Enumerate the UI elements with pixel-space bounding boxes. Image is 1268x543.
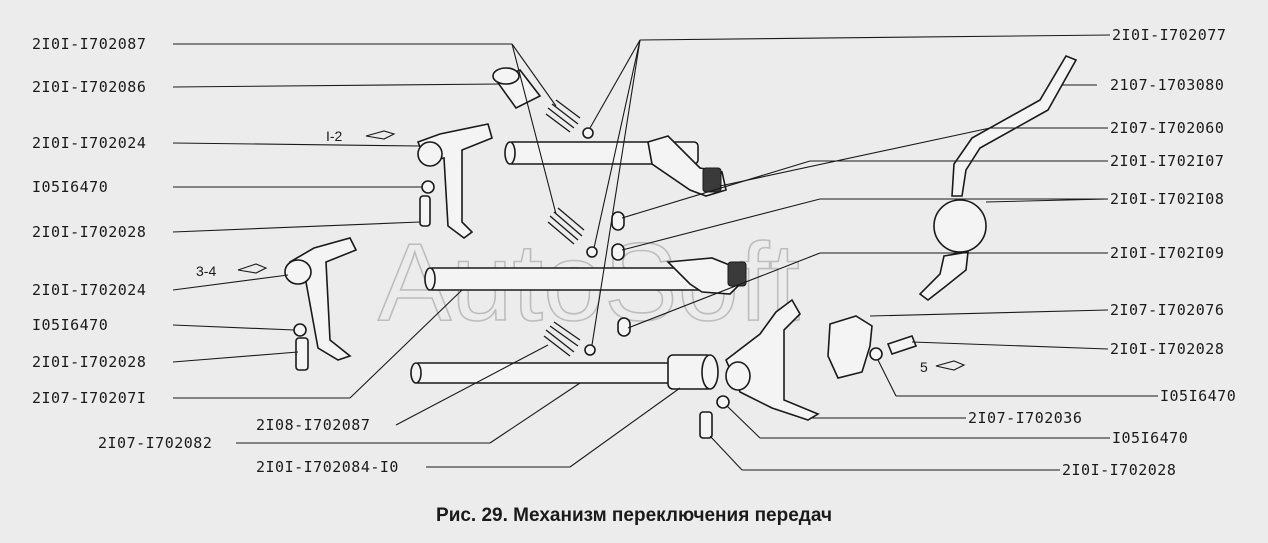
part-label: 2I07-I702036 (968, 409, 1082, 427)
leader-lines (172, 34, 1158, 471)
part-label: 2I08-I702087 (256, 416, 370, 434)
arrow-icon (365, 130, 396, 140)
part-label: I05I6470 (32, 316, 108, 334)
fork-5 (725, 298, 820, 421)
upper-shift-rod (504, 135, 727, 197)
gear-mark-5: 5 (920, 359, 928, 375)
part-label: 2I0I-I702028 (1062, 461, 1176, 479)
part-label: 2107-1703080 (1110, 76, 1224, 94)
part-label: 2I0I-I702028 (32, 353, 146, 371)
bracket (827, 315, 873, 379)
part-label: 2I07-I702082 (98, 434, 212, 452)
part-label: 2I0I-I702028 (32, 223, 146, 241)
part-label: I05I6470 (1160, 387, 1236, 405)
interlock-pins (611, 211, 631, 337)
labels-bottom: 2I08-I702087 2I07-I702082 2I0I-I702084-I… (98, 416, 399, 476)
part-label: 2I0I-I702I08 (1110, 190, 1224, 208)
top-sleeve (492, 67, 542, 110)
lower-shift-rod (410, 362, 685, 384)
part-label: 2I0I-I702087 (32, 35, 146, 53)
part-label: I05I6470 (1112, 429, 1188, 447)
labels-left: 2I0I-I702087 2I0I-I702086 2I0I-I702024 I… (32, 35, 146, 407)
parts (284, 55, 1078, 439)
labels-right: 2I0I-I702077 2107-1703080 2I07-I702060 2… (968, 26, 1236, 479)
figure-caption: Рис. 29. Механизм переключения передач (436, 505, 832, 526)
left-bolts (293, 180, 435, 371)
part-label: 2I0I-I702028 (1110, 340, 1224, 358)
gear-mark-1-2: I-2 (326, 128, 343, 144)
shift-lever (918, 55, 1078, 302)
detent-balls (582, 127, 598, 356)
detent-springs (543, 99, 585, 357)
part-label: 2I0I-I702024 (32, 281, 146, 299)
part-label: 2I0I-I702024 (32, 134, 146, 152)
part-label: I05I6470 (32, 178, 108, 196)
fork-3-4 (284, 237, 358, 361)
part-label: 2I0I-I702077 (1112, 26, 1226, 44)
part-label: 2I0I-I702I09 (1110, 244, 1224, 262)
middle-shift-rod (424, 257, 747, 295)
gear-mark-3-4: 3-4 (196, 263, 216, 279)
part-label: 2I0I-I702I07 (1110, 152, 1224, 170)
lower-sleeve (667, 354, 719, 390)
part-label: 2I0I-I702086 (32, 78, 146, 96)
gear-marks: I-2 3-4 5 (196, 128, 966, 375)
arrow-icon (935, 360, 966, 371)
part-label: 2I07-I702060 (1110, 119, 1224, 137)
part-label: 2I07-I70207I (32, 389, 146, 407)
fork-1-2 (416, 123, 493, 239)
arrow-icon (237, 263, 268, 274)
part-label: 2I07-I702076 (1110, 301, 1224, 319)
part-label: 2I0I-I702084-I0 (256, 458, 399, 476)
right-bolts (699, 335, 918, 439)
